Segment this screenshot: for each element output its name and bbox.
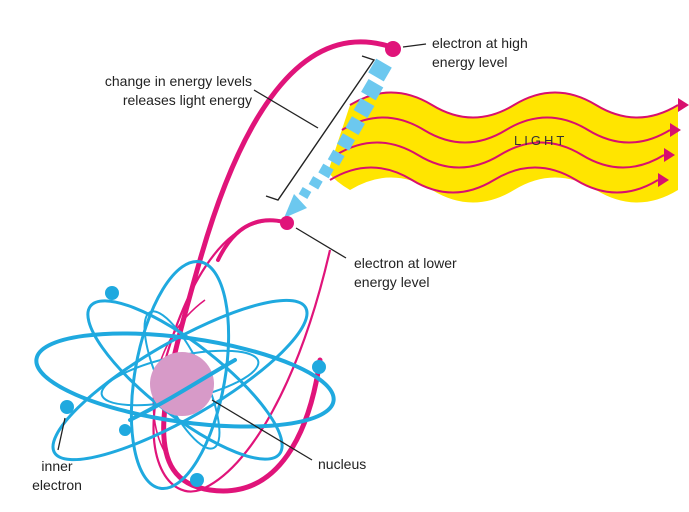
- lower-energy-electron: [280, 216, 294, 230]
- label-change-energy-line1: change in energy levels: [104, 73, 252, 89]
- leader-inner-electron: [57, 417, 66, 451]
- label-change-energy-line2: releases light energy: [122, 92, 252, 108]
- label-inner-electron-line1: inner: [41, 458, 73, 474]
- electron-right: [312, 360, 326, 374]
- label-high-electron: electron at high energy level: [432, 34, 528, 72]
- label-lower-electron-line2: energy level: [354, 274, 430, 290]
- wave-line-1: [349, 91, 679, 119]
- label-lower-electron: electron at lower energy level: [354, 254, 457, 292]
- lower-orbit-thick-arc: [216, 218, 286, 262]
- wave-line-3: [335, 141, 665, 169]
- label-high-electron-line1: electron at high: [432, 35, 528, 51]
- orbit-tilted-left: [51, 298, 309, 462]
- energy-change-bracket: [265, 55, 376, 201]
- leader-lines: [57, 43, 427, 461]
- light-wave-band: [328, 92, 678, 203]
- leader-high-electron: [402, 43, 427, 48]
- high-energy-electron: [385, 41, 401, 57]
- label-nucleus: nucleus: [318, 456, 367, 472]
- wave-arrowhead-2: [670, 123, 681, 137]
- label-inner-electron: inner electron: [26, 457, 88, 495]
- electron-center-left: [119, 424, 131, 436]
- label-inner-electron-line2: electron: [32, 477, 82, 493]
- inner-electron: [60, 400, 74, 414]
- leader-lower-electron: [295, 227, 347, 259]
- leader-nucleus: [211, 399, 313, 461]
- label-light: LIGHT: [514, 133, 568, 148]
- wave-arrowhead-4: [658, 173, 669, 187]
- atom-electrons: [60, 286, 326, 487]
- electron-bottom: [190, 473, 204, 487]
- leader-change-energy: [253, 89, 319, 129]
- wave-line-2: [341, 116, 671, 144]
- energy-drop-arrow: [284, 58, 392, 218]
- label-high-electron-line2: energy level: [432, 54, 508, 70]
- light-wave: [328, 91, 689, 203]
- label-change-energy: change in energy levels releases light e…: [80, 72, 252, 110]
- nucleus-front-orbit: [128, 358, 237, 422]
- wave-arrowhead-1: [678, 98, 689, 112]
- wave-line-4: [329, 166, 659, 194]
- label-lower-electron-line1: electron at lower: [354, 255, 457, 271]
- wave-arrowhead-3: [664, 148, 675, 162]
- electron-top-left: [105, 286, 119, 300]
